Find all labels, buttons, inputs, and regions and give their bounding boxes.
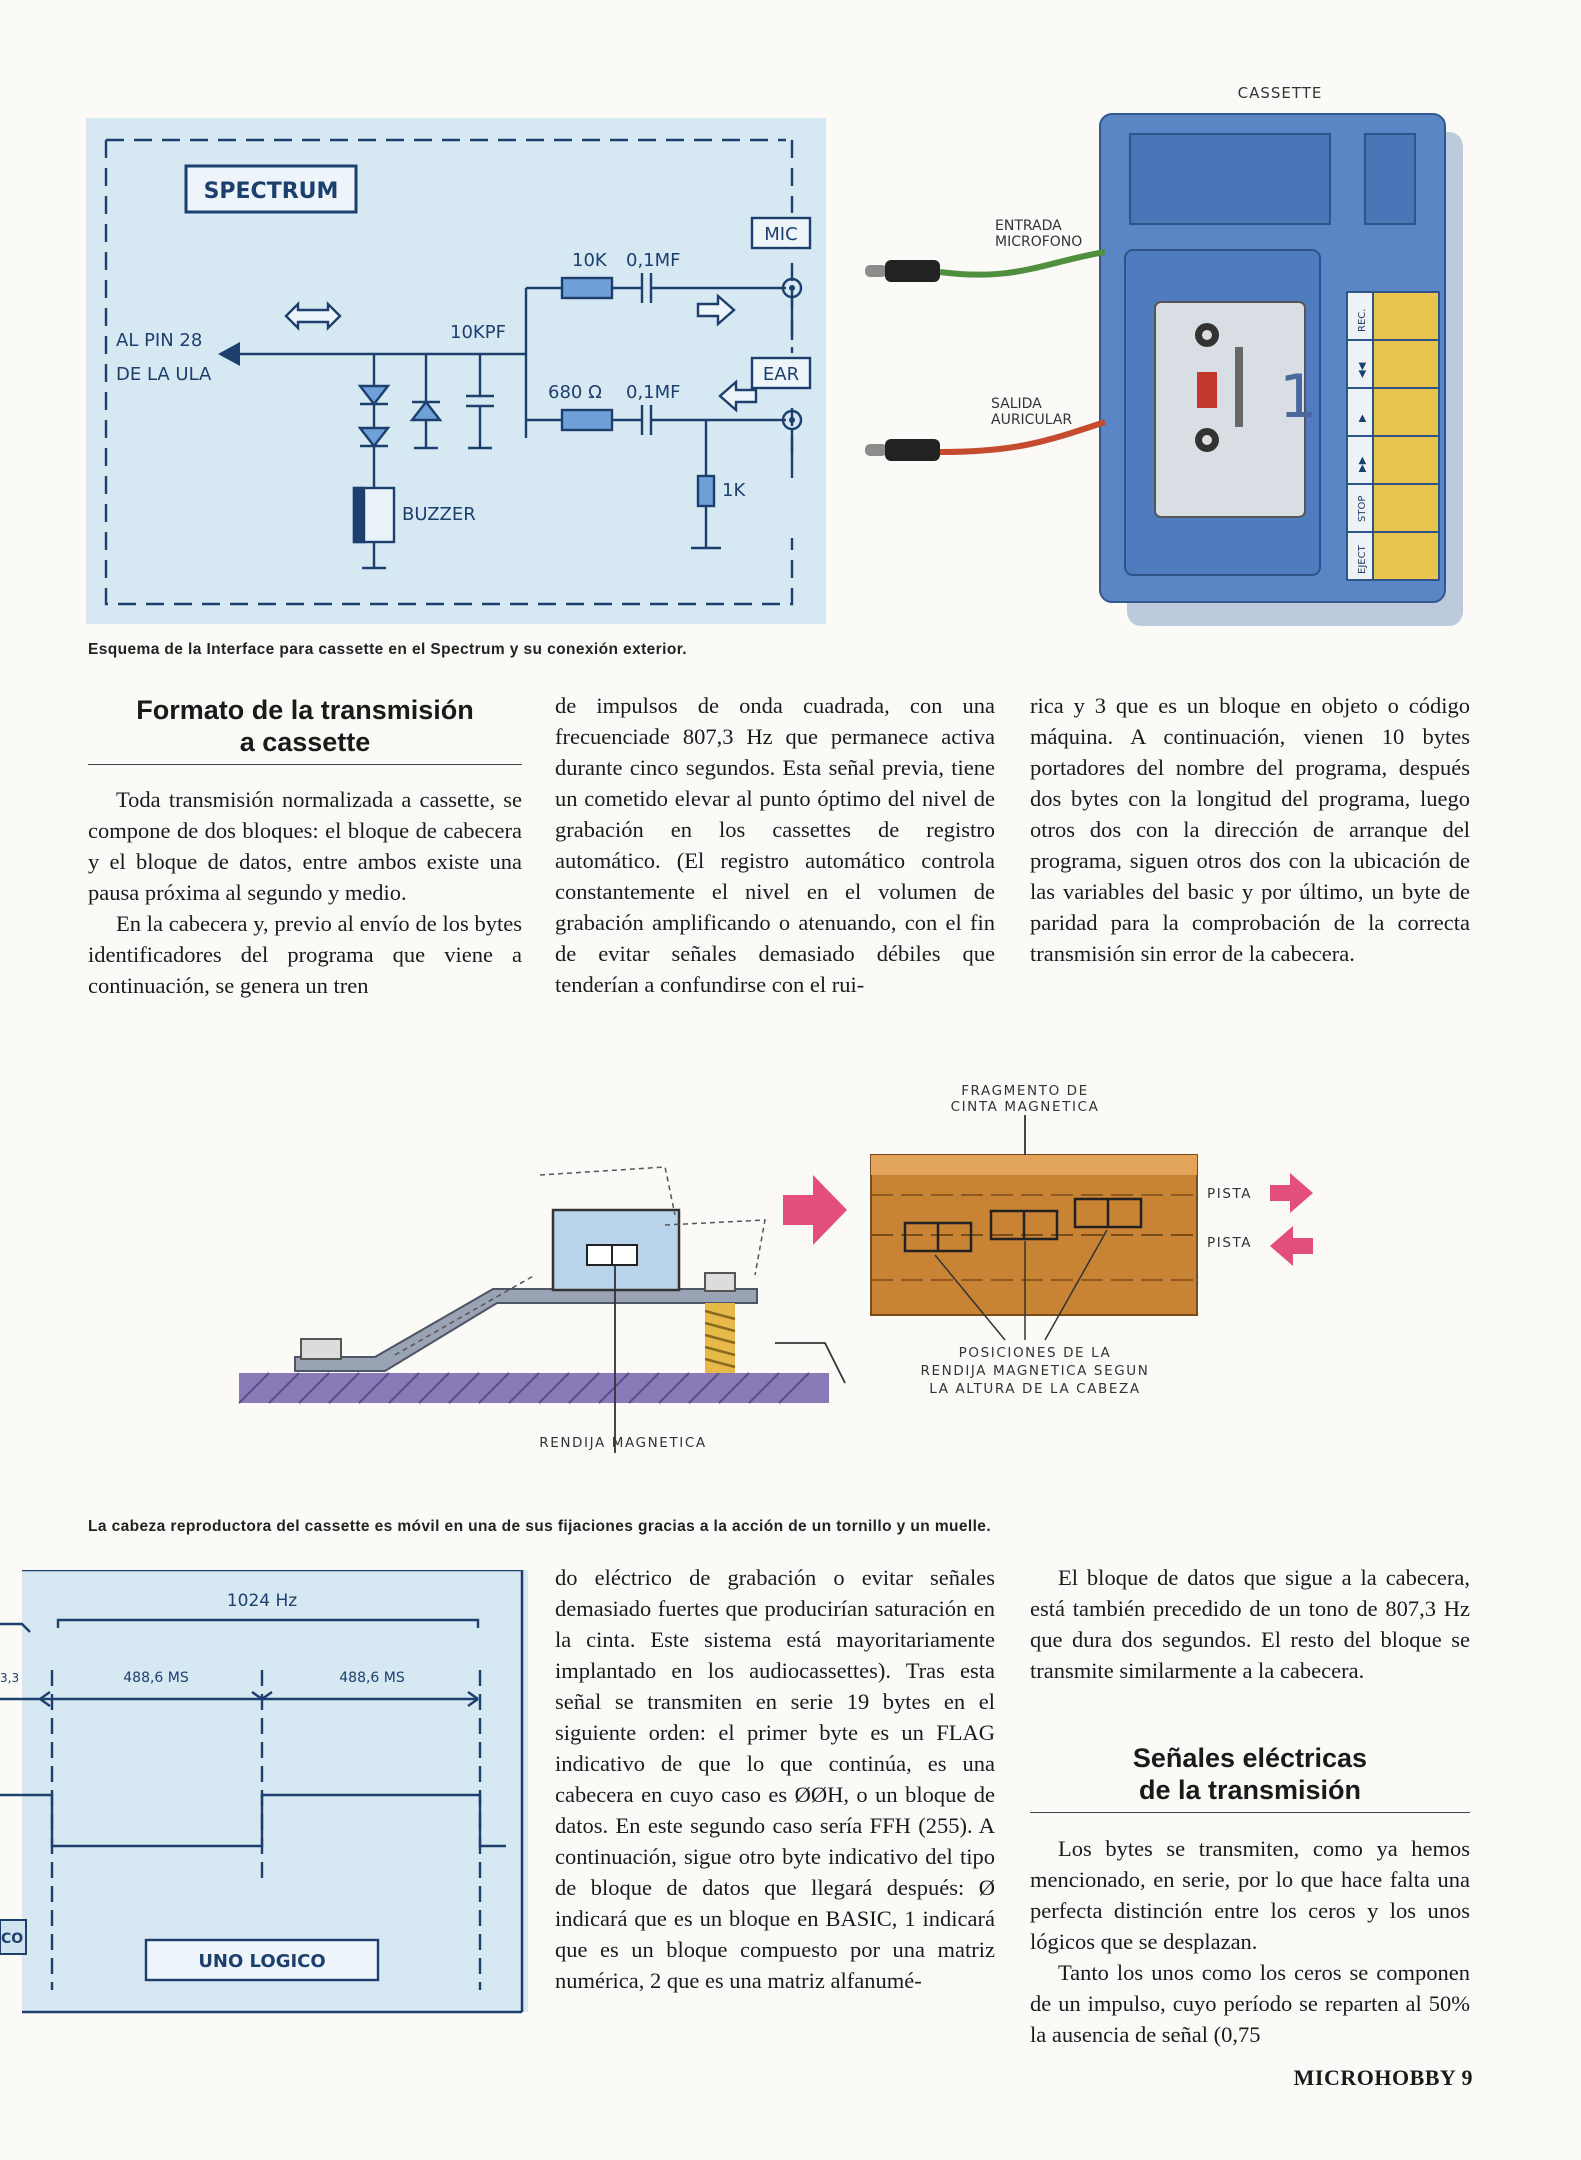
uno-logico-diagram: 1024 Hz 488,6 MS 488,6 MS 3,3 UNO LOGICO… bbox=[0, 1570, 528, 2014]
rendija-label: RENDIJA MAGNETICA bbox=[539, 1435, 706, 1451]
spectrum-label-box bbox=[184, 164, 358, 214]
ear-label: EAR bbox=[763, 364, 799, 385]
section1-paragraph-2: En la cabecera y, previo al envío de los… bbox=[88, 911, 522, 998]
figure1-caption: Esquema de la Interface para cassette en… bbox=[88, 641, 687, 658]
kpf-label: 10KPF bbox=[450, 322, 506, 343]
col2-bottom-paragraph: do eléctrico de grabación o evitar señal… bbox=[555, 1565, 995, 1993]
fragmento-line2: CINTA MAGNETICA bbox=[951, 1099, 1100, 1115]
key-ff: ▶▶ bbox=[1357, 456, 1368, 472]
posiciones-line3: LA ALTURA DE LA CABEZA bbox=[929, 1381, 1140, 1397]
section2-title-2: de la transmisión bbox=[1138, 1775, 1362, 1805]
pista-top: PISTA bbox=[1207, 1186, 1252, 1202]
salida-label: SALIDA bbox=[991, 396, 1042, 412]
posiciones-line2: RENDIJA MAGNETICA SEGUN bbox=[921, 1363, 1150, 1379]
spectrum-label: SPECTRUM bbox=[204, 179, 339, 204]
r680-label: 680 Ω bbox=[548, 382, 602, 403]
circuit-diagram: SPECTRUM MIC EAR AL PIN 28 DE LA ULA 10K… bbox=[86, 118, 826, 624]
playback-head-diagram: FRAGMENTO DE CINTA MAGNETICA PISTA PISTA… bbox=[238, 1083, 1313, 1453]
microfono-label: MICROFONO bbox=[995, 234, 1082, 250]
column3-bottom: El bloque de datos que sigue a la cabece… bbox=[1030, 1562, 1470, 1686]
column2-top: de impulsos de onda cuadrada, con una fr… bbox=[555, 690, 995, 1000]
section1-title-2: a cassette bbox=[239, 727, 371, 757]
column1-top: Toda transmisión normalizada a cassette,… bbox=[88, 784, 522, 1001]
buzzer-label: BUZZER bbox=[402, 504, 476, 525]
auricular-label: AURICULAR bbox=[991, 412, 1072, 428]
section1-paragraph-1: Toda transmisión normalizada a cassette,… bbox=[88, 787, 522, 905]
c01-top-label: 0,1MF bbox=[626, 250, 681, 271]
r1k-label: 1K bbox=[722, 480, 746, 501]
key-rew: ◀◀ bbox=[1357, 362, 1368, 378]
left-edge-co: CO bbox=[1, 1931, 23, 1947]
fragmento-line1: FRAGMENTO DE bbox=[961, 1083, 1089, 1099]
page-footer: MICROHOBBY 9 bbox=[1293, 2065, 1473, 2090]
column3-top: rica y 3 que es un bloque en objeto o có… bbox=[1030, 690, 1470, 969]
figure2-caption: La cabeza reproductora del cassette es m… bbox=[88, 1518, 992, 1535]
column3-bottom-rest: Los bytes se transmiten, como ya hemos m… bbox=[1030, 1833, 1470, 2050]
cassette-counter: 1 bbox=[1279, 362, 1317, 432]
half-period-1: 488,6 MS bbox=[123, 1670, 189, 1686]
entrada-label: ENTRADA bbox=[995, 218, 1062, 234]
col3-top-paragraph: rica y 3 que es un bloque en objeto o có… bbox=[1030, 693, 1470, 966]
cassette-title: CASSETTE bbox=[1238, 84, 1323, 102]
section1-title-1: Formato de la transmisión bbox=[136, 695, 474, 725]
al-pin-label: AL PIN 28 bbox=[116, 330, 202, 351]
section1-heading: Formato de la transmisión a cassette bbox=[88, 694, 522, 765]
mic-label: MIC bbox=[764, 224, 797, 245]
key-eject: EJECT bbox=[1357, 544, 1368, 574]
cassette-illustration: CASSETTE 1 REC. ◀◀ ▶ ▶▶ STOP EJECT ENTRA… bbox=[865, 84, 1463, 626]
column2-bottom: do eléctrico de grabación o evitar señal… bbox=[555, 1562, 995, 1996]
key-stop: STOP bbox=[1357, 496, 1368, 522]
de-la-ula-label: DE LA ULA bbox=[116, 364, 212, 385]
half-period-2: 488,6 MS bbox=[339, 1670, 405, 1686]
key-play: ▶ bbox=[1357, 414, 1368, 422]
posiciones-line1: POSICIONES DE LA bbox=[959, 1345, 1112, 1361]
col2-top-paragraph: de impulsos de onda cuadrada, con una fr… bbox=[555, 693, 995, 997]
col3-bottom-paragraph-2: Los bytes se transmiten, como ya hemos m… bbox=[1030, 1836, 1470, 1954]
section2-title-1: Señales eléctricas bbox=[1132, 1743, 1368, 1773]
key-rec: REC. bbox=[1357, 309, 1368, 332]
uno-logico-label: UNO LOGICO bbox=[198, 1951, 325, 1972]
col3-bottom-paragraph-1: El bloque de datos que sigue a la cabece… bbox=[1030, 1565, 1470, 1683]
c01-bottom-label: 0,1MF bbox=[626, 382, 681, 403]
pista-bottom: PISTA bbox=[1207, 1235, 1252, 1251]
col3-bottom-paragraph-3: Tanto los unos como los ceros se compone… bbox=[1030, 1960, 1470, 2047]
left-edge-label: 3,3 bbox=[0, 1671, 19, 1685]
freq-label: 1024 Hz bbox=[227, 1591, 297, 1611]
r10k-label: 10K bbox=[572, 250, 608, 271]
section2-heading: Señales eléctricas de la transmisión bbox=[1030, 1742, 1470, 1813]
